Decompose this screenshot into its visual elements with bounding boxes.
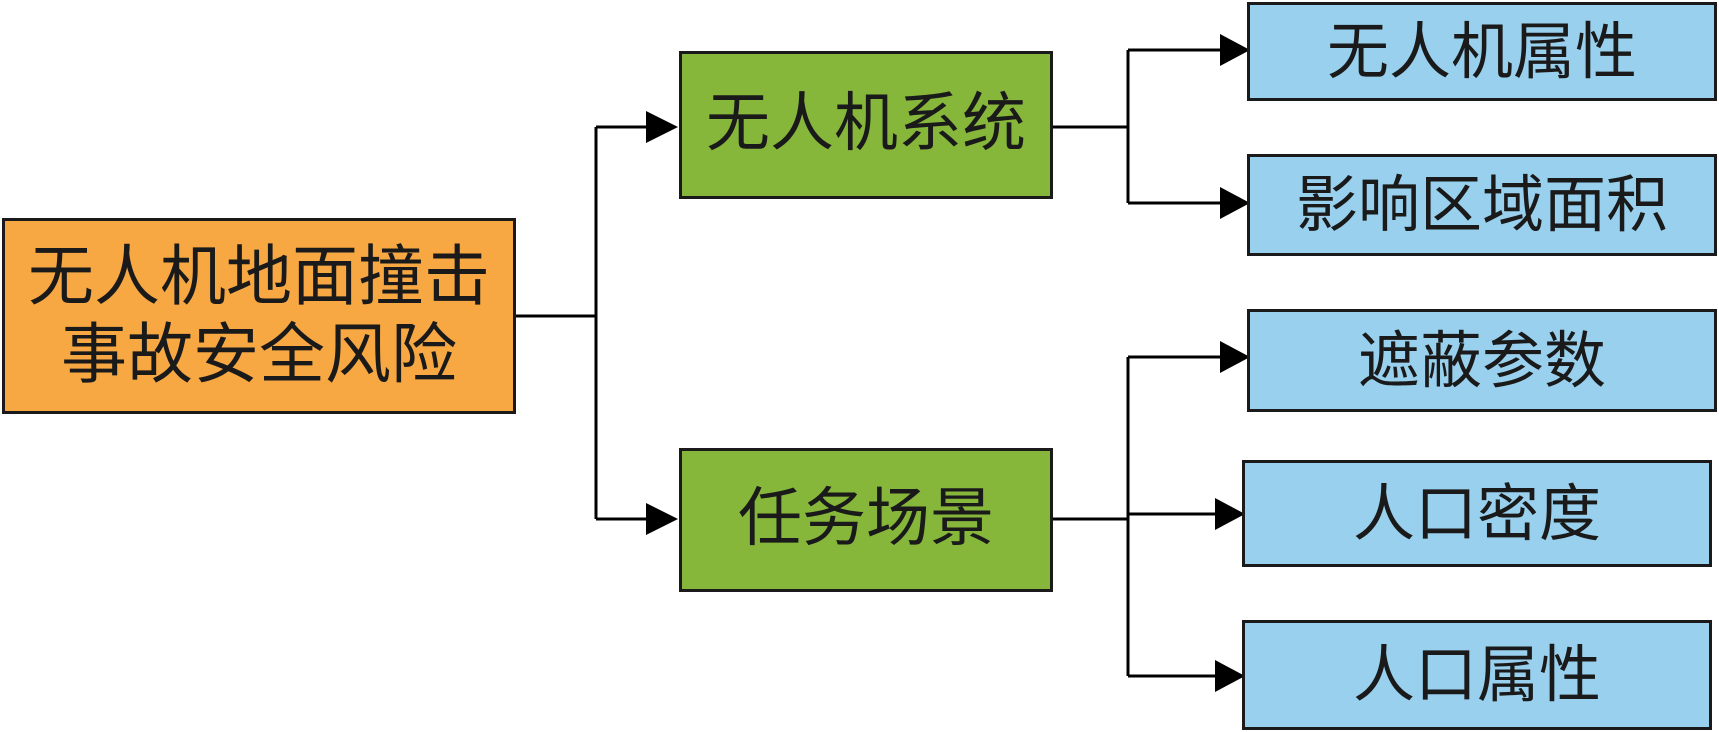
category-label: 任务场景 xyxy=(738,482,994,557)
arrowhead-population-density xyxy=(1215,498,1245,530)
factor-label: 无人机属性 xyxy=(1326,14,1637,88)
arrowhead-population-attributes xyxy=(1215,660,1245,692)
arrowhead-mission-scenario xyxy=(646,503,678,535)
factor-label: 人口属性 xyxy=(1352,638,1601,712)
factor-label: 人口密度 xyxy=(1352,476,1601,550)
arrowhead-uav-system xyxy=(646,111,678,143)
factor-label: 遮蔽参数 xyxy=(1357,323,1606,397)
arrowhead-shelter-params xyxy=(1220,341,1250,373)
factor-node-population-density: 人口密度 xyxy=(1242,460,1712,567)
root-node: 无人机地面撞击 事故安全风险 xyxy=(2,218,516,414)
factor-node-population-attributes: 人口属性 xyxy=(1242,620,1712,730)
factor-node-uav-attributes: 无人机属性 xyxy=(1247,2,1717,101)
factor-node-shelter-params: 遮蔽参数 xyxy=(1247,309,1717,412)
factor-label: 影响区域面积 xyxy=(1295,168,1668,242)
factor-node-impact-area: 影响区域面积 xyxy=(1247,154,1717,256)
root-title-line-1: 无人机地面撞击 xyxy=(28,238,490,316)
arrowhead-impact-area xyxy=(1220,187,1250,219)
category-node-uav-system: 无人机系统 xyxy=(679,51,1053,199)
arrowhead-uav-attributes xyxy=(1220,34,1250,66)
category-label: 无人机系统 xyxy=(706,87,1026,162)
root-title-line-2: 事故安全风险 xyxy=(61,316,457,393)
category-node-mission-scenario: 任务场景 xyxy=(679,448,1053,592)
